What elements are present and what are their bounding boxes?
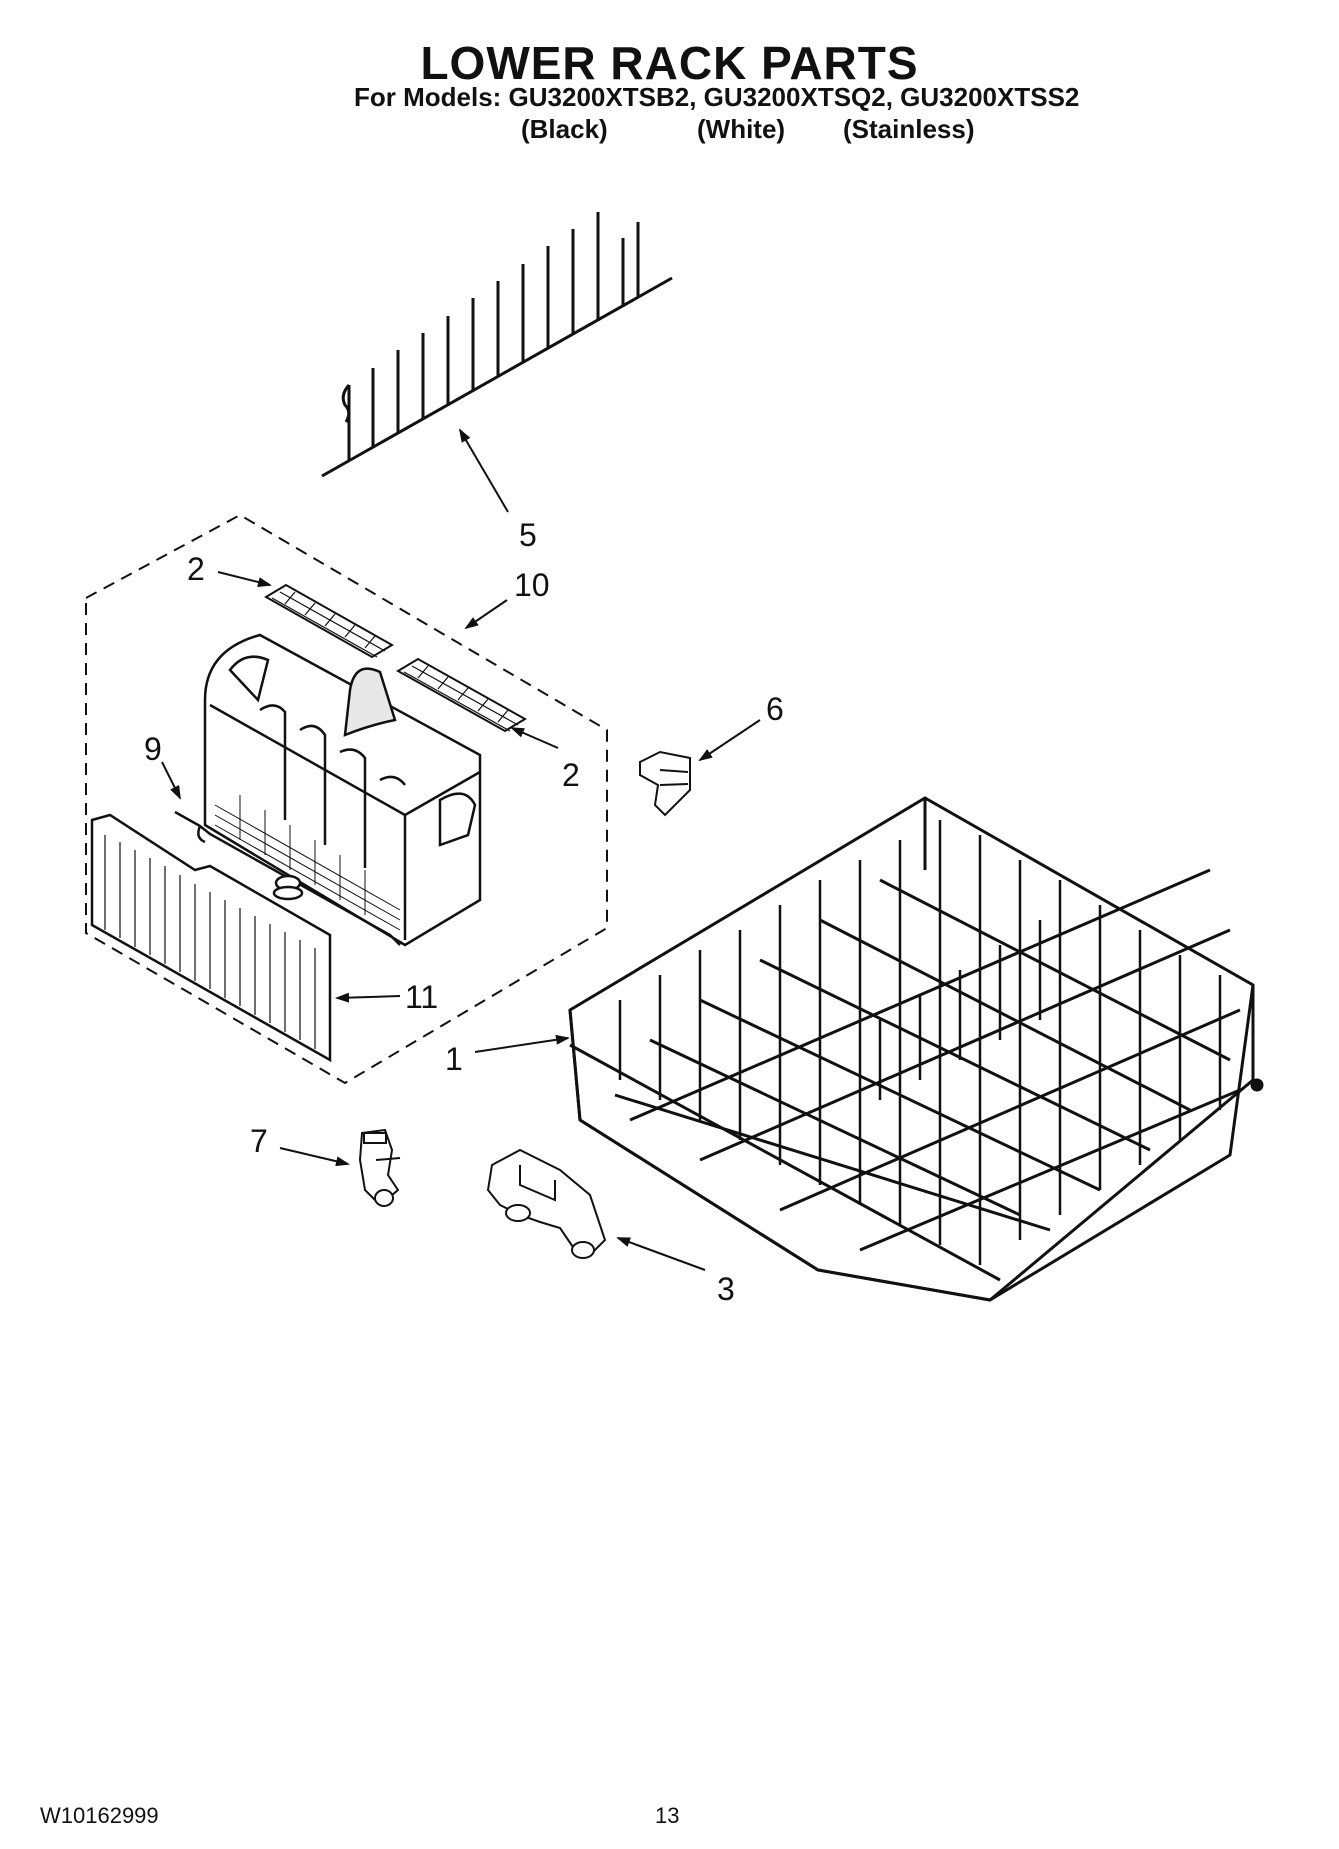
- callout-9: 9: [144, 731, 162, 767]
- part-10-silverware-basket: [203, 633, 482, 947]
- part-1-lower-dishrack: [568, 796, 1264, 1302]
- leader-arrows: [161, 428, 761, 1271]
- callout-2-upper: 2: [187, 551, 205, 587]
- callout-6: 6: [766, 691, 784, 727]
- basket-assembly-outline: [85, 513, 608, 1085]
- variant-black: (Black): [521, 114, 608, 144]
- variant-white: (White): [697, 114, 786, 144]
- variant-stainless: (Stainless): [843, 114, 975, 144]
- part-3-wheel-carrier: [486, 1148, 607, 1259]
- part-9-basket-handle: [174, 810, 401, 946]
- part-11-side-panel: [90, 813, 332, 1063]
- page-number: 13: [655, 1803, 680, 1828]
- callout-7: 7: [250, 1123, 268, 1159]
- page-title: LOWER RACK PARTS: [420, 37, 919, 89]
- callout-5: 5: [519, 517, 537, 553]
- part-2-basket-lid-left: [264, 583, 394, 659]
- callout-11: 11: [405, 979, 438, 1015]
- part-5-tine-row: [321, 212, 673, 478]
- document-number: W10162999: [40, 1803, 159, 1828]
- callout-10: 10: [514, 567, 550, 603]
- callout-3: 3: [717, 1271, 735, 1307]
- callout-1: 1: [445, 1041, 463, 1077]
- models-subtitle: For Models: GU3200XTSB2, GU3200XTSQ2, GU…: [354, 82, 1080, 112]
- part-2-basket-lid-right: [396, 657, 527, 733]
- callout-2-lower: 2: [562, 757, 580, 793]
- part-6-rack-clip: [639, 750, 691, 817]
- part-7-rack-roller: [358, 1128, 401, 1207]
